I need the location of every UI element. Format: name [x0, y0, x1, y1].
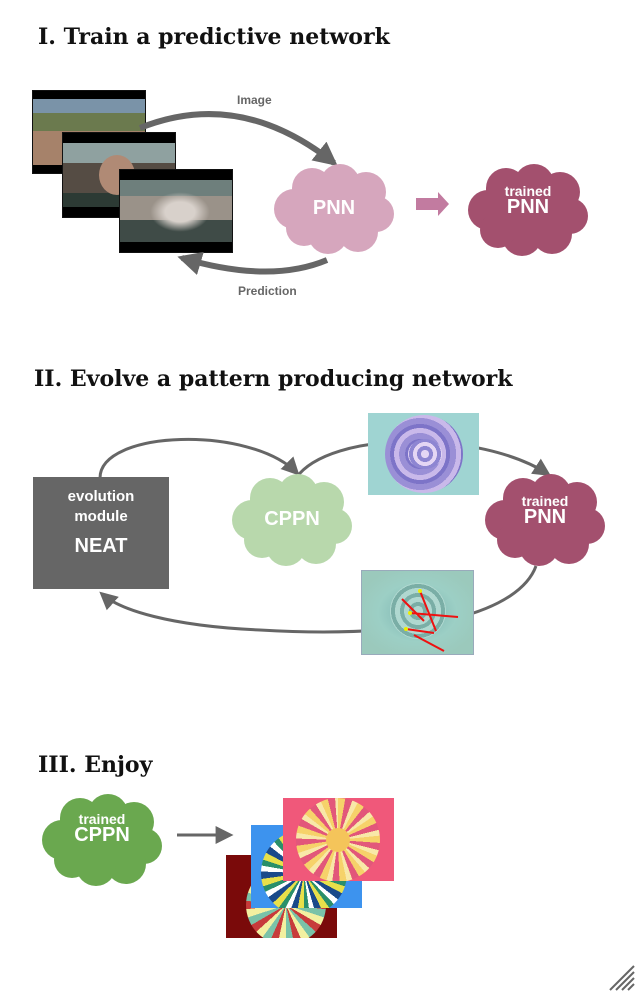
prediction-label: Prediction: [238, 284, 297, 298]
pattern-center: [326, 828, 350, 852]
image-label: Image: [237, 93, 272, 107]
evolution-module-text: evolution module: [33, 487, 169, 527]
trained-word: trained: [78, 811, 126, 827]
corner-hatch-icon: [609, 965, 635, 991]
neat-label: NEAT: [74, 535, 128, 557]
section2-trained-pnn-cloud: trained PNN: [483, 474, 607, 566]
prediction-arrow: [177, 251, 329, 275]
pattern-image-pink: [283, 798, 394, 881]
pnn-label: PNN: [312, 197, 356, 219]
section-2-heading: II. Evolve a pattern producing network: [34, 366, 513, 392]
evolution-module-box: evolution module NEAT: [33, 477, 169, 589]
trained-word: trained: [521, 493, 569, 509]
cloud-shape: [468, 164, 588, 256]
trained-cppn-label: CPPN: [74, 824, 130, 846]
image-arrow: [138, 111, 338, 166]
pink-arrow: [416, 192, 449, 216]
pnn-cloud: PNN: [272, 164, 396, 254]
video-frame-3: [119, 169, 233, 253]
cloud-shape: [232, 474, 352, 566]
evolution-line1: evolution: [67, 488, 135, 505]
crowd-shape: [150, 192, 210, 232]
cppn-pattern-image: [368, 413, 479, 495]
cloud-shape: [42, 794, 162, 886]
pnn-visualization-image: [361, 570, 474, 655]
trained-pnn-cloud: trained PNN: [466, 164, 590, 256]
red-vectors: [401, 589, 459, 652]
trained-cppn-cloud: trained CPPN: [40, 794, 164, 886]
pnn-to-neat-arrow: [99, 565, 538, 634]
cppn-cloud: CPPN: [230, 474, 354, 566]
cloud-shape: [274, 164, 394, 254]
neat-to-cppn-arrow: [98, 437, 300, 479]
evolution-line2: module: [74, 508, 128, 525]
spiral-center: [408, 439, 442, 469]
section2-trained-pnn-label: PNN: [523, 506, 567, 528]
trained-pnn-label: PNN: [506, 196, 550, 218]
vis-spiral: [390, 583, 446, 639]
cloud-shape: [485, 474, 605, 566]
section-3-heading: III. Enjoy: [38, 752, 153, 778]
section-1-heading: I. Train a predictive network: [38, 24, 390, 50]
trained-word: trained: [504, 183, 552, 199]
cppn-label: CPPN: [264, 508, 320, 530]
